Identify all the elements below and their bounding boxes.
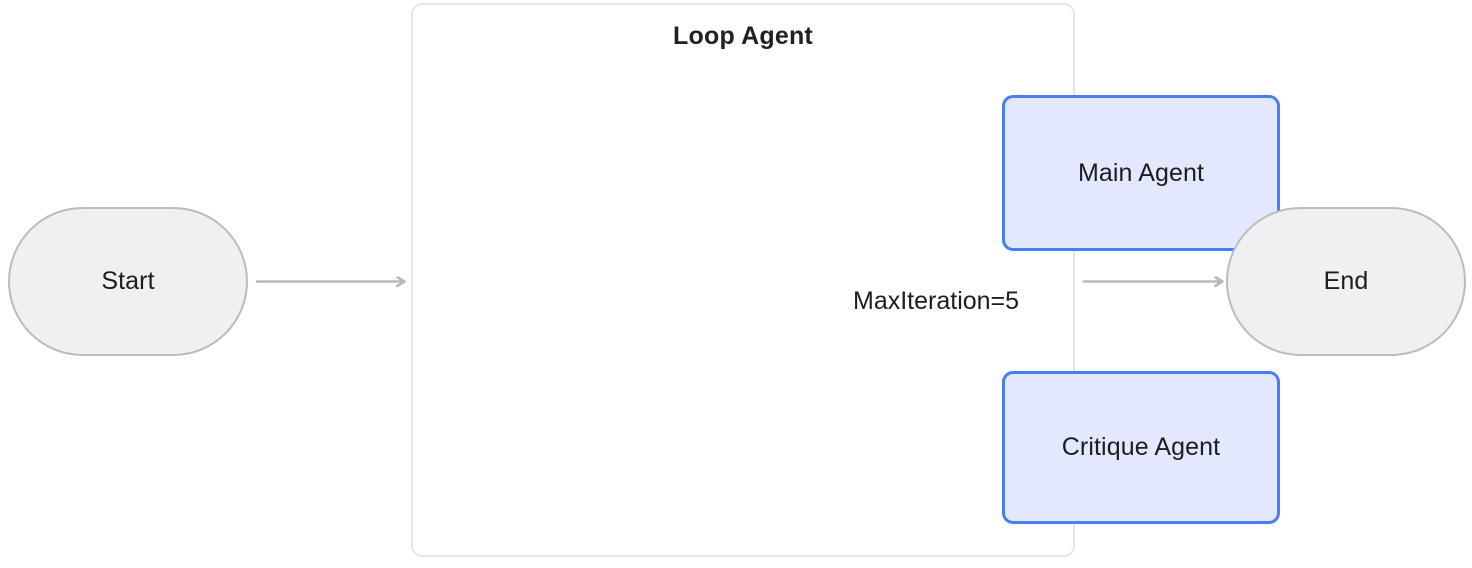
- node-start-label: Start: [101, 267, 155, 295]
- node-end-label: End: [1323, 267, 1369, 295]
- loop-agent-title: Loop Agent: [673, 22, 813, 50]
- node-main-agent[interactable]: Main Agent: [1002, 95, 1280, 251]
- loop-agent-container[interactable]: Loop Agent Main Agent Critique Agent: [411, 3, 1280, 557]
- node-start[interactable]: Start: [8, 207, 248, 356]
- node-critique-agent-label: Critique Agent: [1061, 433, 1221, 461]
- node-end[interactable]: End: [1226, 207, 1466, 356]
- edge-label-max-iteration: MaxIteration=5: [849, 286, 1024, 318]
- node-main-agent-label: Main Agent: [1077, 158, 1205, 187]
- node-critique-agent[interactable]: Critique Agent: [1002, 371, 1280, 524]
